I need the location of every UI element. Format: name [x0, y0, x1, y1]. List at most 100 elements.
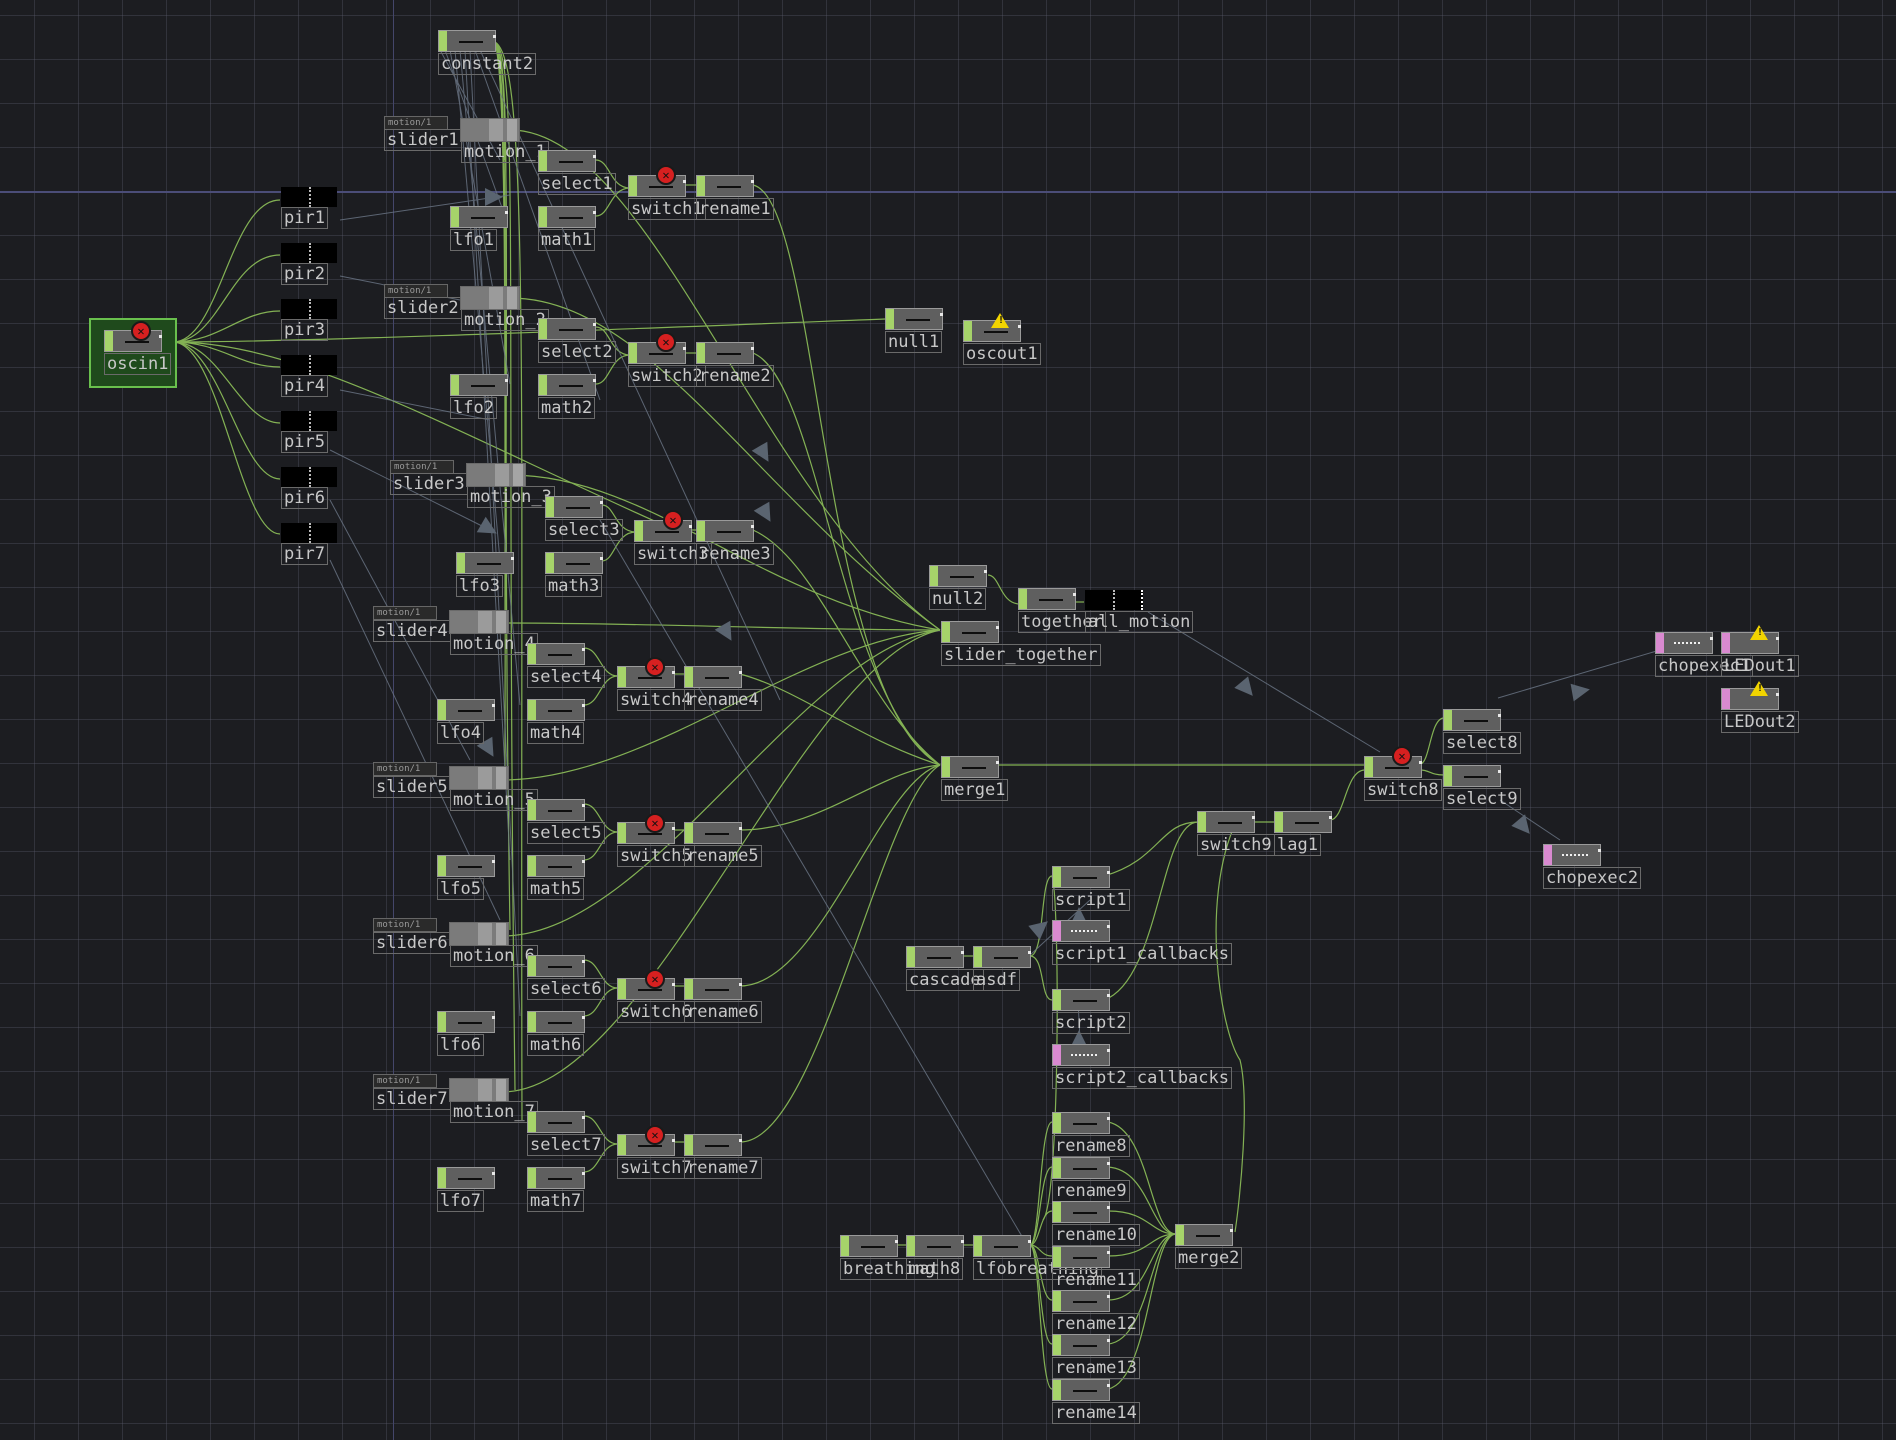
node-math2[interactable]: math2: [538, 374, 596, 419]
node-select5[interactable]: select5: [527, 799, 605, 844]
node-slider6[interactable]: slider6: [373, 909, 451, 954]
node-pir7[interactable]: pir7: [281, 520, 339, 565]
node-constant2[interactable]: constant2: [438, 30, 537, 75]
node-math4[interactable]: math4: [527, 699, 585, 744]
node-switch6[interactable]: switch6: [617, 978, 695, 1023]
node-rename14[interactable]: rename14: [1052, 1379, 1140, 1424]
error-icon[interactable]: ✕: [1392, 746, 1412, 766]
node-all_motion[interactable]: all_motion: [1085, 588, 1194, 633]
node-rename7[interactable]: rename7: [684, 1134, 762, 1179]
node-select6[interactable]: select6: [527, 955, 605, 1000]
node-motion_2[interactable]: motion_2: [460, 286, 549, 331]
node-math7[interactable]: math7: [527, 1167, 585, 1212]
node-math3[interactable]: math3: [545, 552, 603, 597]
node-script1[interactable]: script1: [1052, 866, 1130, 911]
node-pir5[interactable]: pir5: [281, 408, 339, 453]
node-pir2[interactable]: pir2: [281, 240, 339, 285]
node-rename10[interactable]: rename10: [1052, 1201, 1140, 1246]
node-motion_4[interactable]: motion_4: [449, 610, 538, 655]
node-pir4[interactable]: pir4: [281, 352, 339, 397]
node-rename2[interactable]: rename2: [696, 342, 774, 387]
node-label: motion_1: [464, 142, 546, 162]
node-merge1[interactable]: merge1: [941, 756, 1009, 801]
node-chopexec1[interactable]: chopexec1: [1655, 632, 1754, 677]
node-rename13[interactable]: rename13: [1052, 1334, 1140, 1379]
error-icon[interactable]: ✕: [645, 969, 665, 989]
node-select2[interactable]: select2: [538, 318, 616, 363]
node-motion_6[interactable]: motion_6: [449, 922, 538, 967]
node-slider_together[interactable]: slider_together: [941, 621, 1101, 666]
node-together[interactable]: together: [1018, 588, 1106, 633]
node-script2_callbacks[interactable]: script2_callbacks: [1052, 1044, 1232, 1089]
node-slider5[interactable]: slider5: [373, 753, 451, 798]
error-icon[interactable]: ✕: [131, 321, 151, 341]
node-lag1[interactable]: lag1: [1274, 811, 1332, 856]
node-rename3[interactable]: rename3: [696, 520, 774, 565]
node-rename11[interactable]: rename11: [1052, 1246, 1140, 1291]
node-select9[interactable]: select9: [1443, 765, 1521, 810]
node-label: select9: [1446, 789, 1518, 809]
warning-icon[interactable]: !: [991, 313, 1009, 328]
node-switch9[interactable]: switch9: [1197, 811, 1275, 856]
node-null2[interactable]: null2: [929, 565, 987, 610]
node-slider4[interactable]: slider4: [373, 597, 451, 642]
node-math8[interactable]: math8: [906, 1235, 964, 1280]
node-rename8[interactable]: rename8: [1052, 1112, 1130, 1157]
node-lfo7[interactable]: lfo7: [437, 1167, 495, 1212]
node-label: math8: [909, 1259, 961, 1279]
node-lfo5[interactable]: lfo5: [437, 855, 495, 900]
node-rename5[interactable]: rename5: [684, 822, 762, 867]
error-icon[interactable]: ✕: [645, 813, 665, 833]
node-slider2[interactable]: slider2: [384, 274, 462, 319]
node-script2[interactable]: script2: [1052, 989, 1130, 1034]
error-icon[interactable]: ✕: [645, 657, 665, 677]
node-rename4[interactable]: rename4: [684, 666, 762, 711]
node-lfobreathing[interactable]: lfobreathing: [973, 1235, 1102, 1280]
node-math6[interactable]: math6: [527, 1011, 585, 1056]
node-pir3[interactable]: pir3: [281, 296, 339, 341]
node-motion_3[interactable]: motion_3: [466, 463, 555, 508]
node-select4[interactable]: select4: [527, 643, 605, 688]
error-icon[interactable]: ✕: [645, 1125, 665, 1145]
node-rename1[interactable]: rename1: [696, 175, 774, 220]
node-asdf[interactable]: asdf: [973, 946, 1031, 991]
node-lfo2[interactable]: lfo2: [450, 374, 508, 419]
node-math1[interactable]: math1: [538, 206, 596, 251]
node-label: lfo7: [440, 1191, 481, 1211]
node-lfo3[interactable]: lfo3: [456, 552, 514, 597]
node-pir6[interactable]: pir6: [281, 464, 339, 509]
node-lfo1[interactable]: lfo1: [450, 206, 508, 251]
node-motion_1[interactable]: motion_1: [460, 118, 549, 163]
node-slider1[interactable]: slider1: [384, 106, 462, 151]
node-slider7[interactable]: slider7: [373, 1065, 451, 1110]
node-label: rename14: [1055, 1403, 1137, 1423]
node-cascade[interactable]: cascade: [906, 946, 984, 991]
node-select1[interactable]: select1: [538, 150, 616, 195]
node-chopexec2[interactable]: chopexec2: [1543, 844, 1642, 889]
node-lfo6[interactable]: lfo6: [437, 1011, 495, 1056]
warning-icon[interactable]: !: [1750, 625, 1768, 640]
node-script1_callbacks[interactable]: script1_callbacks: [1052, 920, 1232, 965]
node-slider3[interactable]: slider3: [390, 450, 468, 495]
node-select7[interactable]: select7: [527, 1111, 605, 1156]
node-merge2[interactable]: merge2: [1175, 1224, 1243, 1269]
node-rename6[interactable]: rename6: [684, 978, 762, 1023]
node-math5[interactable]: math5: [527, 855, 585, 900]
node-label: script2: [1055, 1013, 1127, 1033]
node-null1[interactable]: null1: [885, 308, 943, 353]
error-icon[interactable]: ✕: [663, 510, 683, 530]
node-pir1[interactable]: pir1: [281, 184, 339, 229]
error-icon[interactable]: ✕: [656, 165, 676, 185]
node-switch4[interactable]: switch4: [617, 666, 695, 711]
node-rename9[interactable]: rename9: [1052, 1157, 1130, 1202]
node-breathing[interactable]: breathing: [840, 1235, 939, 1280]
warning-icon[interactable]: !: [1750, 681, 1768, 696]
node-lfo4[interactable]: lfo4: [437, 699, 495, 744]
node-select3[interactable]: select3: [545, 496, 623, 541]
node-select8[interactable]: select8: [1443, 709, 1521, 754]
node-motion_5[interactable]: motion_5: [449, 766, 538, 811]
node-motion_7[interactable]: motion_7: [449, 1078, 538, 1123]
node-rename12[interactable]: rename12: [1052, 1290, 1140, 1335]
error-icon[interactable]: ✕: [656, 332, 676, 352]
